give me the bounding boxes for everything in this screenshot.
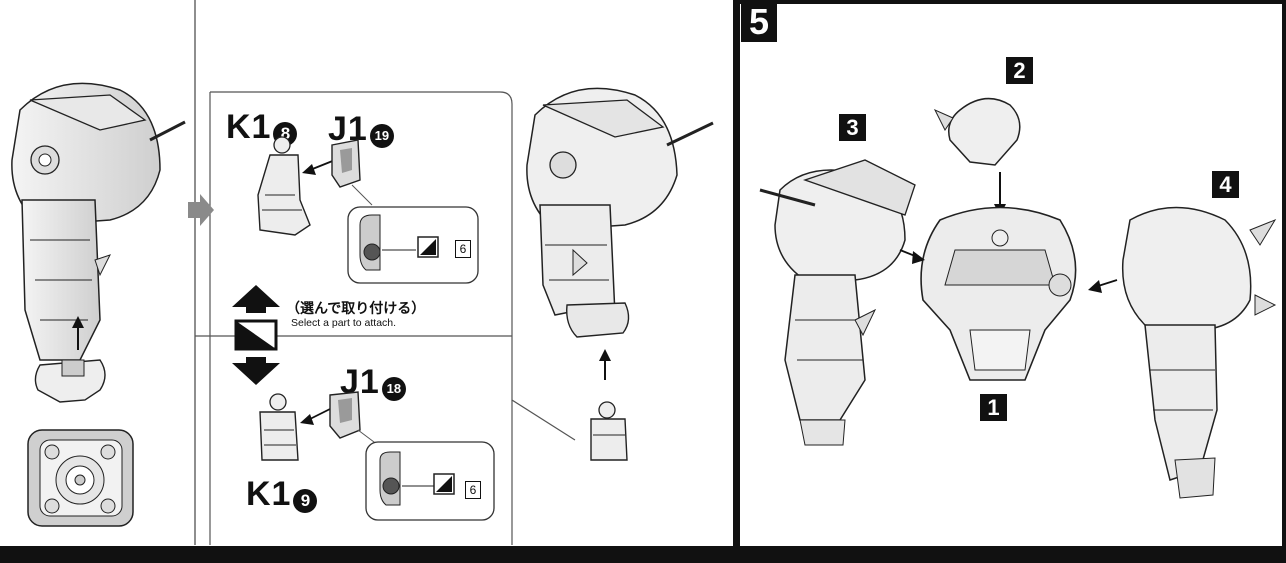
label-right-arm: 3 [839, 114, 866, 141]
label-left-arm: 4 [1212, 171, 1239, 198]
sticker-number-box: 6 [465, 481, 481, 499]
flow-arrow [188, 194, 214, 226]
label-core: 1 [980, 394, 1007, 421]
part-code: J1 [328, 110, 368, 148]
choice-arrows-icon [232, 285, 280, 385]
hand-option-a-illustration [257, 136, 479, 284]
part-number-badge: 18 [381, 376, 406, 401]
choice-text-jp: （選んで取り付ける） [286, 301, 426, 317]
sticker-number-box: 6 [455, 240, 471, 258]
step-number-badge: 5 [741, 2, 777, 42]
head-part [948, 97, 1021, 166]
left-arm-part [1121, 206, 1252, 331]
torso-arm-illustration-left [11, 82, 186, 527]
part-code: K1 [246, 475, 292, 513]
fist-option-b-illustration [259, 391, 495, 521]
part-number-badge: 9 [293, 488, 318, 513]
label-head: 2 [1006, 57, 1033, 84]
step5-assembly-illustration [759, 97, 1277, 499]
choice-text-en: Select a part to attach. [291, 317, 397, 329]
part-code: K1 [226, 108, 272, 146]
part-number-badge: 19 [369, 123, 394, 148]
assembled-arm-illustration [526, 87, 714, 461]
